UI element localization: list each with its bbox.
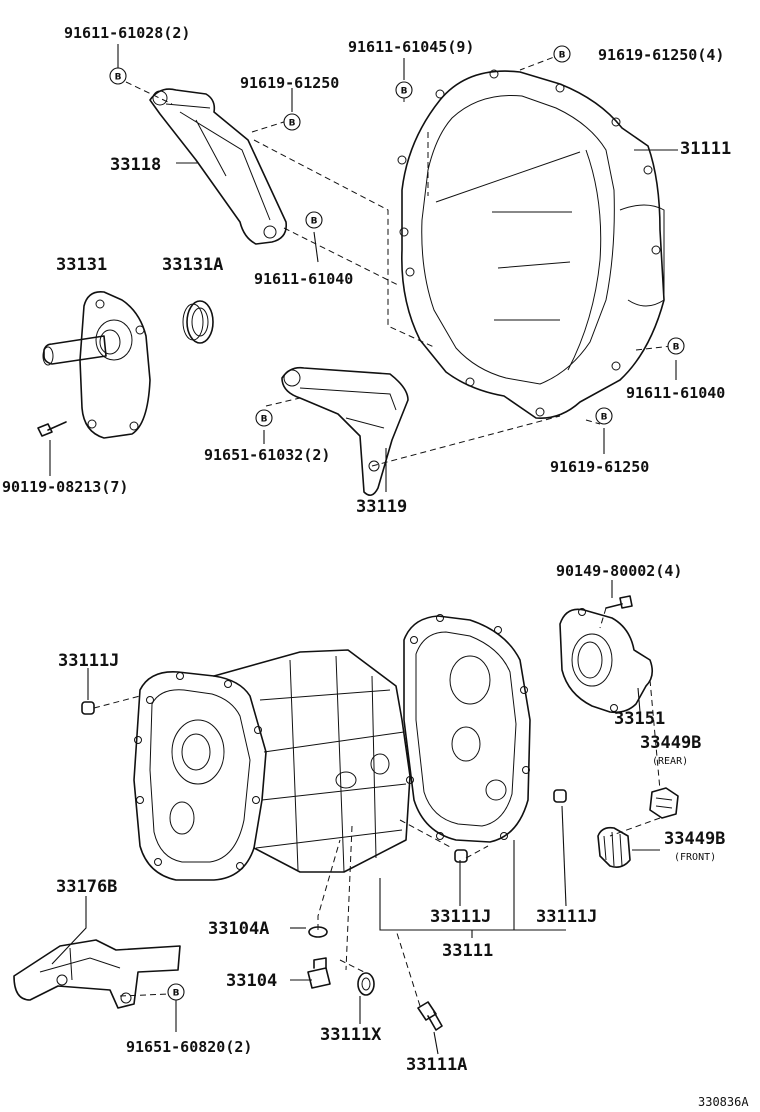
plug-33111J-a: [81, 701, 95, 715]
bolt-symbol-5: B: [305, 211, 323, 229]
label-91611-61040-a: 91611-61040: [254, 270, 353, 288]
label-91611-61045: 91611-61045(9): [348, 38, 474, 56]
bracket-33119: [281, 366, 409, 496]
label-33104: 33104: [226, 971, 277, 991]
rear-housing-33151: [559, 608, 654, 714]
intermediate-plate-33111: [403, 614, 531, 843]
bolt-symbol-8: B: [595, 407, 613, 425]
svg-text:B: B: [601, 413, 608, 423]
bolt-symbol-6: B: [667, 337, 685, 355]
upper-leader-lines: [49, 44, 678, 492]
bolt-90149-80002: [605, 595, 633, 609]
svg-text:B: B: [673, 343, 680, 353]
lower-dashed-lines: [93, 607, 661, 1007]
transmission-case-33111: [133, 649, 411, 881]
svg-text:B: B: [311, 217, 318, 227]
clutch-housing-31111: [397, 69, 665, 419]
label-33449B-rear: 33449B: [640, 733, 701, 753]
label-90149-80002: 90149-80002(4): [556, 562, 682, 580]
front-note: (FRONT): [674, 852, 716, 863]
label-91619-61250-4: 91619-61250(4): [598, 46, 724, 64]
svg-text:B: B: [173, 989, 180, 999]
label-33104A: 33104A: [208, 919, 269, 939]
lower-leader-lines: [51, 580, 660, 1055]
svg-text:B: B: [115, 73, 122, 83]
label-33131: 33131: [56, 255, 107, 275]
label-91651-61032: 91651-61032(2): [204, 446, 330, 464]
label-33118: 33118: [110, 155, 161, 175]
speedo-gear-33449B-rear: [649, 787, 679, 819]
gasket-33111X: [357, 972, 375, 996]
label-33151: 33151: [614, 709, 665, 729]
breather-33111A: [417, 1001, 443, 1031]
speedo-gear-33449B-front: [597, 826, 631, 868]
label-91619-61250-b: 91619-61250: [550, 458, 649, 476]
bolt-symbol-4: B: [553, 45, 571, 63]
label-91611-61028: 91611-61028(2): [64, 24, 190, 42]
bolt-symbol-2: B: [283, 113, 301, 131]
bolt-90119-08213: [37, 421, 67, 437]
plug-33111J-c: [553, 789, 567, 803]
bolt-symbol-7: B: [255, 409, 273, 427]
label-33111: 33111: [442, 941, 493, 961]
diagram-id: 330836A: [698, 1095, 749, 1109]
bracket-33176B: [13, 939, 181, 1009]
label-33111J-c: 33111J: [536, 907, 597, 927]
label-91651-60820: 91651-60820(2): [126, 1038, 252, 1056]
bracket-33118: [149, 88, 288, 245]
label-31111: 31111: [680, 139, 731, 159]
bolt-symbol-9: B: [167, 983, 185, 1001]
svg-text:B: B: [289, 119, 296, 129]
label-33111A: 33111A: [406, 1055, 467, 1075]
label-33119: 33119: [356, 497, 407, 517]
svg-text:B: B: [559, 51, 566, 61]
label-91619-61250-a: 91619-61250: [240, 74, 339, 92]
oil-seal-33131A: [182, 300, 214, 344]
svg-text:B: B: [401, 87, 408, 97]
label-33111X: 33111X: [320, 1025, 382, 1045]
label-33111J-a: 33111J: [58, 651, 119, 671]
bearing-retainer-33131: [42, 290, 151, 439]
rear-note: (REAR): [652, 756, 688, 767]
plug-33111J-b: [454, 849, 468, 863]
label-33111J-b: 33111J: [430, 907, 491, 927]
svg-text:B: B: [261, 415, 268, 425]
drain-plug-33104: [307, 957, 331, 989]
bolt-symbol-3: B: [395, 81, 413, 99]
label-91611-61040-b: 91611-61040: [626, 384, 725, 402]
label-90119-08213: 90119-08213(7): [2, 478, 128, 496]
bolt-symbol-1: B: [109, 67, 127, 85]
label-33176B: 33176B: [56, 877, 117, 897]
label-33131A: 33131A: [162, 255, 223, 275]
label-33449B-front: 33449B: [664, 829, 725, 849]
